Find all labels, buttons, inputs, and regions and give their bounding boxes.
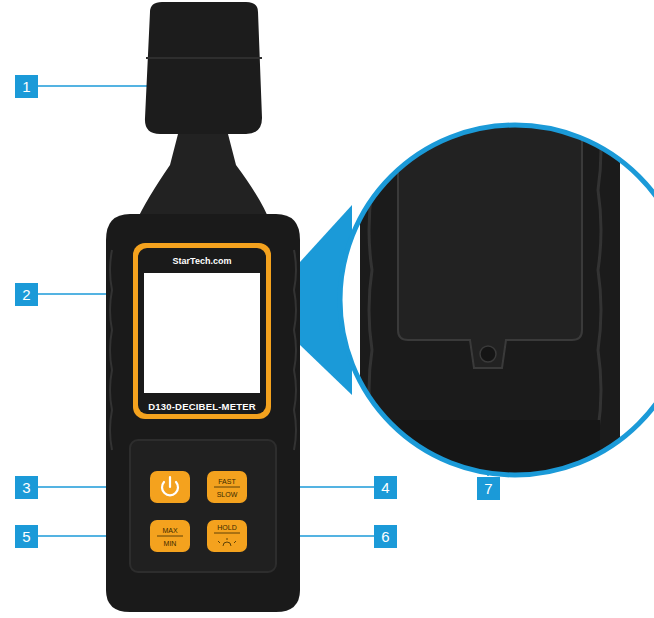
model-name: D130-DECIBEL-METER <box>138 398 266 414</box>
button-label: MIN <box>150 538 190 548</box>
button-label: FAST <box>207 476 247 486</box>
microphone-windscreen <box>145 2 262 134</box>
lcd-screen <box>144 273 260 393</box>
callout-number: 2 <box>15 283 38 306</box>
callout-number: 7 <box>477 477 500 500</box>
backlight-icon <box>218 538 236 546</box>
button-panel <box>130 440 276 572</box>
button-label: MAX <box>150 525 190 535</box>
power-icon <box>162 477 178 495</box>
callout-number: 4 <box>374 476 397 499</box>
callout-number: 5 <box>15 525 38 548</box>
fast-slow-button <box>207 471 247 503</box>
callout-number: 6 <box>374 525 397 548</box>
magnifier-circle <box>340 125 654 475</box>
power-button <box>150 471 190 503</box>
button-label: SLOW <box>207 489 247 499</box>
hold-button <box>207 520 247 552</box>
orange-bezel <box>133 243 271 419</box>
button-label: HOLD <box>207 522 247 532</box>
callout-number: 3 <box>15 476 38 499</box>
magnified-back-view <box>330 110 654 500</box>
callout-number: 1 <box>15 75 38 98</box>
meter-body <box>106 214 300 612</box>
brand-name: StarTech.com <box>144 253 260 269</box>
max-min-button <box>150 520 190 552</box>
